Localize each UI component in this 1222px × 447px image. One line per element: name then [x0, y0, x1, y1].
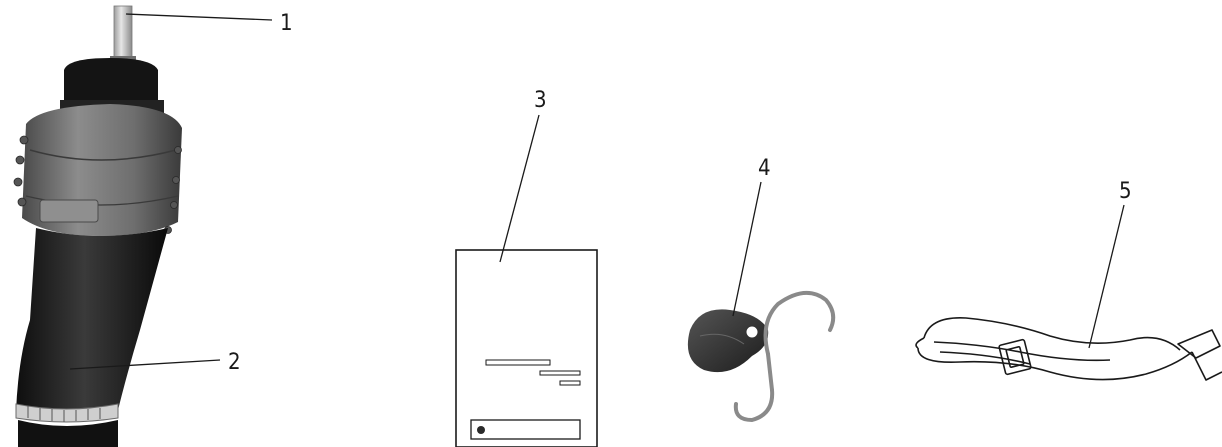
leader-line-1	[125, 13, 273, 21]
leader-lines	[69, 13, 1125, 370]
key-tag-icon	[687, 309, 769, 373]
callout-1: 1	[280, 11, 293, 36]
leader-line-4	[732, 181, 762, 317]
blower-nozzle-icon	[13, 5, 182, 447]
s-hook-icon	[733, 291, 836, 423]
key-tag-and-hook-icon	[687, 291, 836, 423]
instruction-manual-icon	[455, 249, 598, 447]
leader-line-5	[1088, 204, 1125, 349]
callout-3: 3	[534, 88, 547, 113]
shoulder-strap-icon	[915, 317, 1222, 381]
leader-line-2	[69, 359, 221, 370]
callout-2: 2	[228, 350, 241, 375]
leader-line-3	[499, 114, 540, 263]
callout-5: 5	[1119, 179, 1132, 204]
callout-4: 4	[758, 156, 771, 181]
